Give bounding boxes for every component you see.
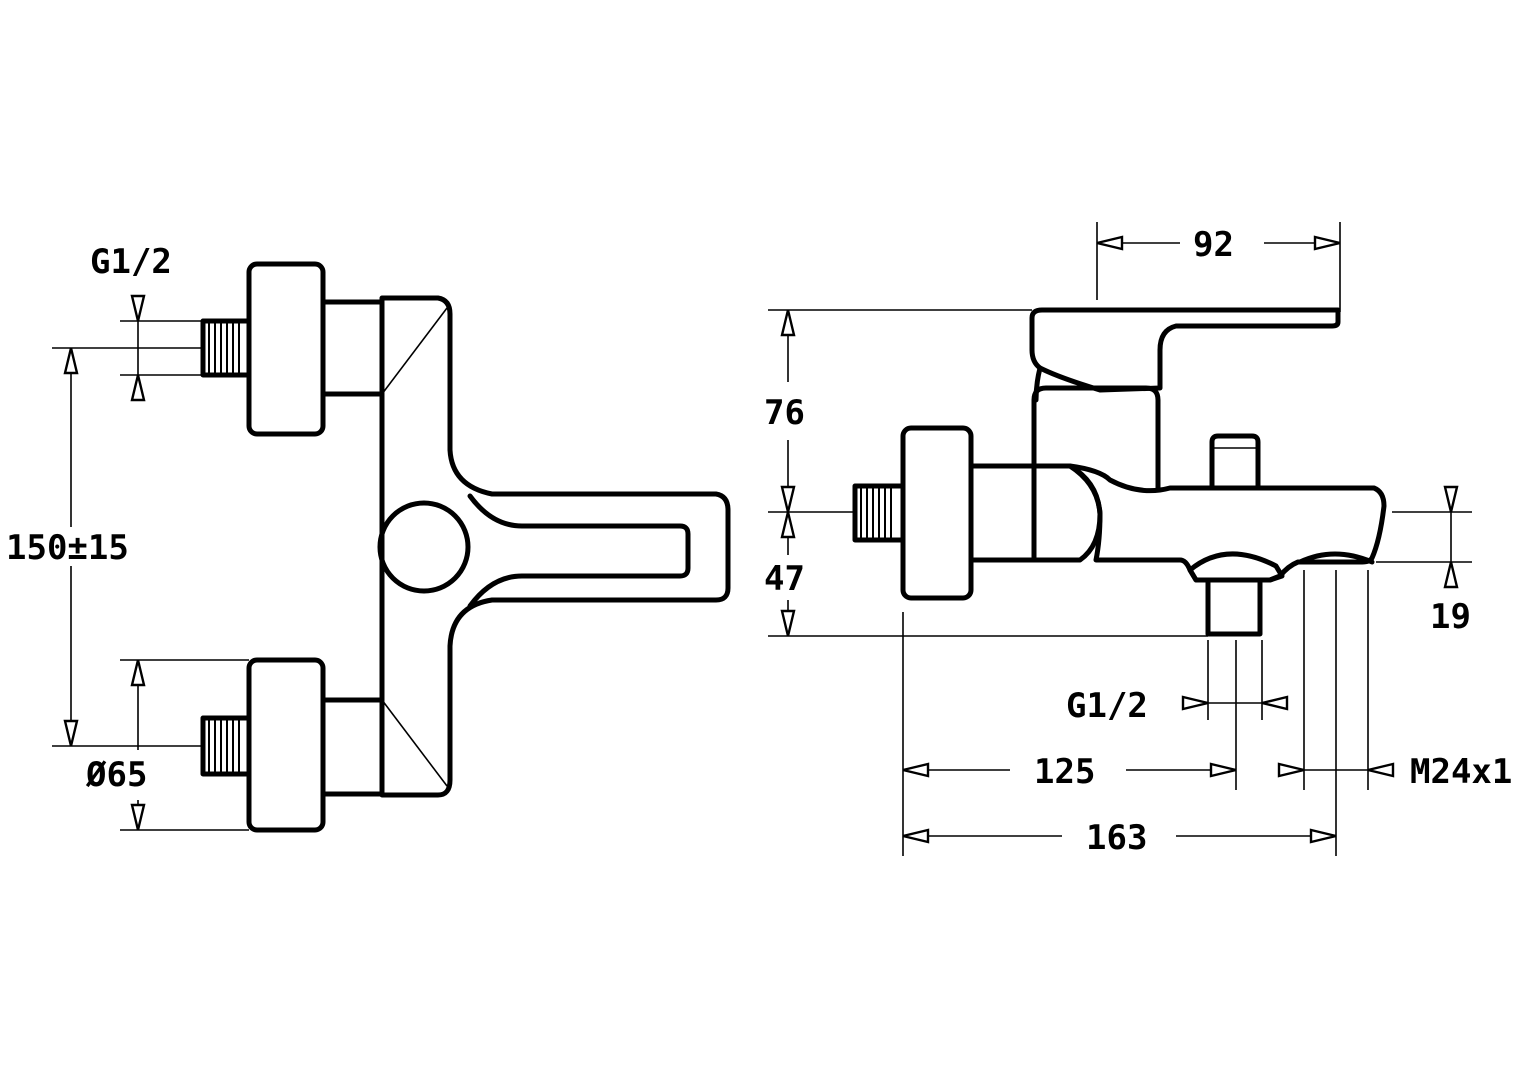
- aerator: [1300, 554, 1372, 562]
- outlet-thread-stub: [1208, 580, 1260, 634]
- aerator-thread-label: M24x1: [1410, 752, 1512, 792]
- upper-inlet-thread: [203, 321, 249, 375]
- lower-connector: [323, 700, 382, 794]
- side-rosette: [903, 428, 971, 598]
- lower-inlet-thread: [203, 718, 249, 774]
- side-inlet-thread: [855, 486, 903, 540]
- side-view: [768, 222, 1472, 856]
- body-chamfer-bottom: [382, 700, 447, 786]
- upper-rosette: [249, 264, 323, 434]
- upper-connector: [323, 302, 382, 394]
- mixer-body: [382, 298, 728, 795]
- lower-rosette: [249, 660, 323, 830]
- inlet-to-bottom-label: 47: [764, 559, 805, 599]
- side-connector: [971, 466, 1034, 560]
- rosette-diameter-label: Ø65: [85, 755, 147, 795]
- lever-hub: [380, 503, 468, 591]
- lever-length-label: 92: [1193, 225, 1234, 265]
- outlet-thread-label: G1/2: [1066, 686, 1148, 726]
- front-view: [52, 264, 728, 830]
- overall-depth-label: 163: [1086, 818, 1147, 858]
- spout-slot: [470, 496, 688, 606]
- lever-height-label: 76: [764, 393, 805, 433]
- lever: [1032, 310, 1338, 390]
- outlet-offset-label: 125: [1034, 752, 1095, 792]
- centre-distance-label: 150±15: [6, 528, 129, 568]
- lever-neck: [1036, 368, 1040, 400]
- spout-height-label: 19: [1430, 597, 1471, 637]
- body-front-arc: [1034, 466, 1100, 560]
- diverter-knob: [1212, 436, 1258, 488]
- front-inlet-thread-label: G1/2: [90, 242, 172, 282]
- outlet-dome: [1190, 554, 1282, 580]
- body-chamfer-top: [382, 308, 447, 394]
